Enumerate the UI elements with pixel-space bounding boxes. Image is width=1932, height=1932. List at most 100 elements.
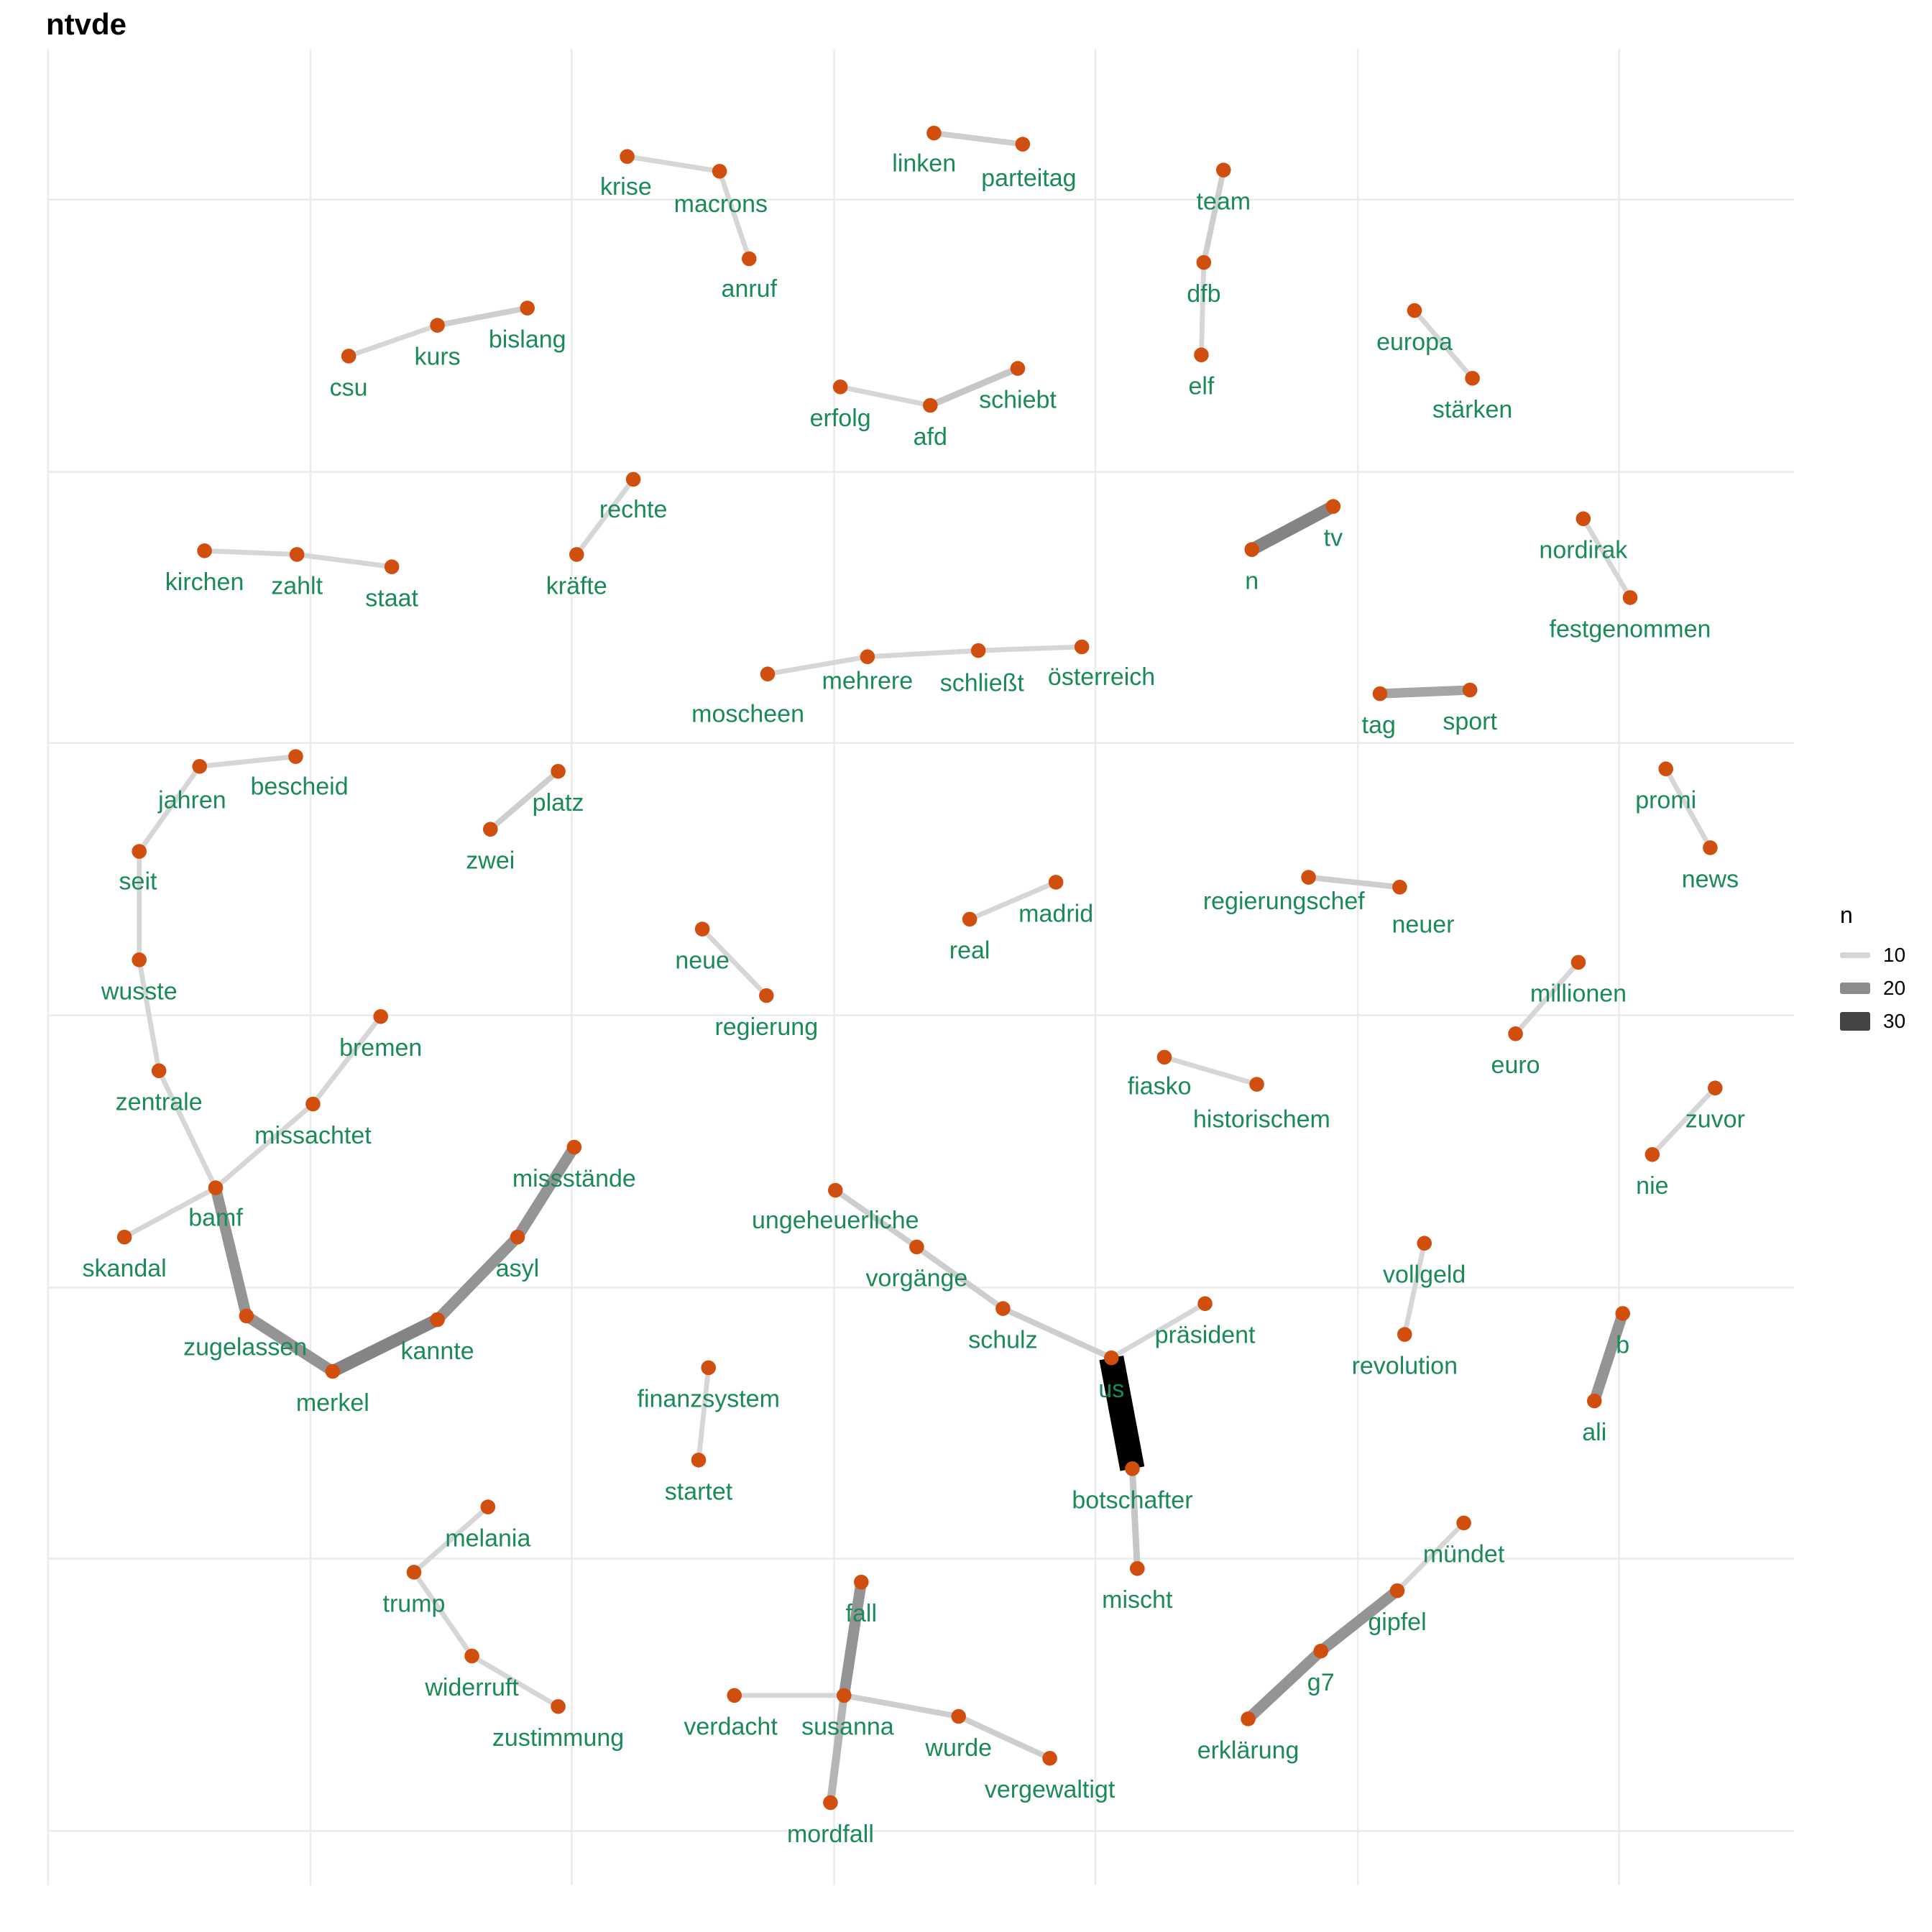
node-label-vergewaltigt: vergewaltigt [985,1776,1116,1803]
node-fall [854,1574,869,1590]
node-europa [1407,303,1422,318]
node-merkel [325,1363,341,1379]
node-vollgeld [1417,1236,1432,1251]
edge-afd-schiebt [929,365,1019,409]
node-label-botschafter: botschafter [1072,1486,1192,1514]
node-nie [1644,1147,1660,1162]
legend-title: n [1840,902,1853,928]
node-label-linken: linken [892,150,956,177]
node-label-zugelassen: zugelassen [183,1334,307,1361]
node-label-mündet: mündet [1423,1541,1505,1568]
edge-b-ali [1589,1312,1628,1403]
node-verdacht [727,1688,742,1703]
node-label-neuer: neuer [1392,911,1455,939]
node-botschafter [1125,1461,1140,1476]
node-vergewaltigt [1042,1751,1057,1766]
node-bamf [208,1180,224,1195]
edge-regierungschef-neuer [1308,874,1400,891]
node-label-parteitag: parteitag [981,165,1076,192]
node-label-vorgänge: vorgänge [866,1265,968,1292]
node-label-historischem: historischem [1193,1106,1330,1133]
node-label-euro: euro [1491,1052,1540,1079]
node-tv [1325,499,1341,514]
edge-merkel-kannte [330,1314,441,1377]
node-ungeheuerliche [828,1182,843,1198]
node-regierung [759,988,774,1003]
node-label-kräfte: kräfte [546,572,607,599]
node-label-wurde: wurde [924,1734,992,1762]
node-anruf [742,251,757,267]
chart-title: ntvde [46,7,127,41]
edge-team-dfb [1200,169,1227,263]
node-label-stärken: stärken [1432,396,1513,423]
node-label-anruf: anruf [722,275,778,303]
node-label-missachtet: missachtet [254,1122,372,1149]
legend-label: 20 [1883,977,1906,999]
node-melania [480,1499,496,1514]
node-label-kurs: kurs [414,343,460,370]
node-label-erklärung: erklärung [1197,1736,1300,1764]
node-regierungschef [1301,870,1316,885]
node-label-österreich: österreich [1048,663,1155,691]
node-zwei [483,822,498,837]
edge-tag-sport [1379,685,1471,699]
node-revolution [1397,1327,1412,1342]
edge-neue-regierung [700,927,768,998]
node-jahren [192,759,208,774]
edge-botschafter-mischt [1128,1468,1141,1569]
node-neue [694,921,710,937]
node-us [1104,1350,1119,1366]
node-gipfel [1389,1583,1405,1598]
node-label-neue: neue [675,947,730,974]
edge-nie-zuvor [1650,1086,1717,1156]
node-promi [1658,761,1674,776]
node-kannte [430,1312,445,1328]
edge-europa-stärken [1412,308,1475,380]
node-kräfte [569,547,584,562]
node-label-erfolg: erfolg [810,405,871,432]
node-zentrale [151,1063,167,1078]
edge-vollgeld-revolution [1402,1242,1427,1335]
node-wusste [132,952,147,967]
node-label-regierungschef: regierungschef [1203,888,1365,915]
edge-mehrere-schließt [867,648,979,660]
node-label-elf: elf [1188,373,1214,400]
edge-jahren-bescheid [199,754,296,769]
node-label-mischt: mischt [1102,1586,1173,1614]
node-label-verdacht: verdacht [684,1714,778,1741]
edge-erfolg-afd [840,384,931,408]
node-label-real: real [949,937,990,965]
node-label-tv: tv [1324,524,1343,551]
node-label-merkel: merkel [296,1389,369,1417]
node-label-promi: promi [1635,787,1696,814]
node-label-europa: europa [1376,328,1453,356]
node-news [1703,840,1718,855]
node-dfb [1196,254,1212,270]
node-n [1244,542,1259,557]
edge-finanzsystem-startet [696,1367,712,1460]
node-missstände [566,1139,582,1155]
node-österreich [1074,639,1090,655]
node-linken [926,125,942,141]
node-neuer [1392,880,1407,895]
node-real [962,911,978,927]
node-präsident [1197,1296,1213,1311]
edge-schließt-österreich [978,644,1082,653]
legend-key [1840,983,1870,994]
node-finanzsystem [701,1360,716,1376]
edge-zwei-platz [488,769,561,832]
node-bremen [373,1009,388,1024]
legend-item: 10 [1840,939,1905,972]
edge-promi-news [1663,768,1713,850]
node-label-fall: fall [846,1600,877,1627]
node-label-zuvor: zuvor [1685,1106,1745,1133]
node-label-ali: ali [1582,1419,1606,1446]
node-platz [551,763,566,779]
node-wurde [951,1708,966,1724]
node-label-bislang: bislang [489,326,566,353]
node-schließt [970,643,986,658]
node-nordirak [1576,511,1591,526]
edge-moscheen-mehrere [767,654,868,677]
node-label-zentrale: zentrale [116,1089,203,1116]
edge-susanna-mordfall [826,1695,848,1803]
